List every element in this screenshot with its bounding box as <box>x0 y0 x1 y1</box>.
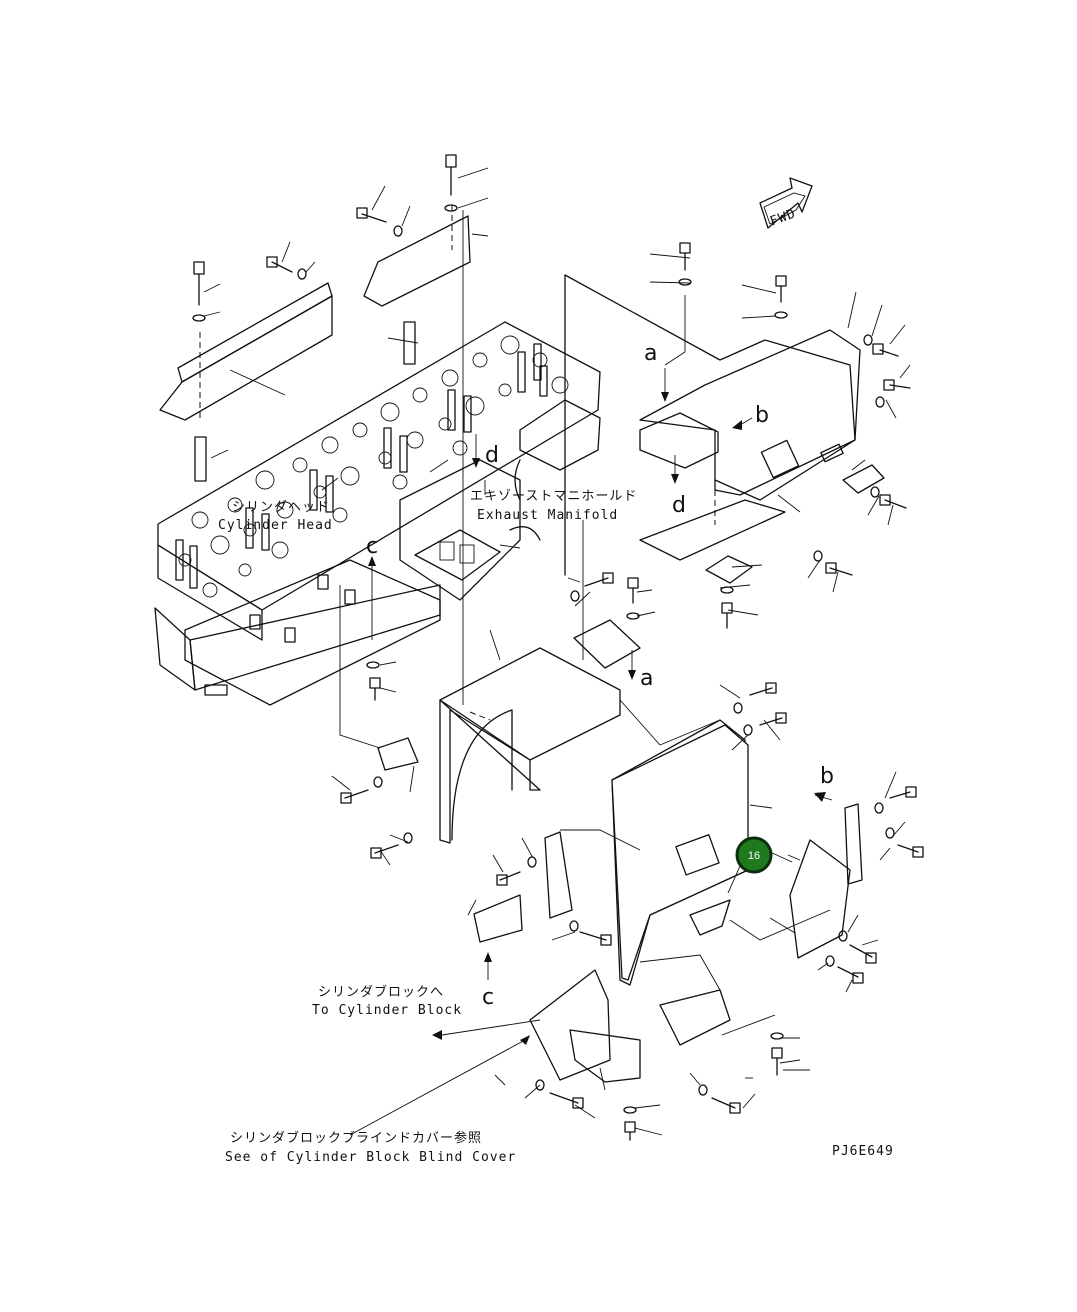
small-brackets <box>377 737 731 1083</box>
cylinder-head-label-jp: シリンダヘッド <box>232 500 330 515</box>
to-block-label-jp: シリンダブロックへ <box>318 984 444 1000</box>
drawing-number: PJ6E649 <box>832 1144 894 1159</box>
marker-b-upper: b <box>755 403 769 428</box>
manifold-cover <box>564 274 885 584</box>
bolts <box>193 154 924 1141</box>
top-bracket <box>363 205 489 365</box>
marker-d-upper: d <box>485 443 499 468</box>
fwd-label: FWD <box>768 206 798 229</box>
callout-16[interactable]: 16 <box>727 836 793 894</box>
label-leaders <box>349 1019 541 1136</box>
blind-cover-label-en: See of Cylinder Block Blind Cover <box>225 1150 516 1165</box>
marker-a-upper: a <box>644 341 657 366</box>
blind-cover-label-jp: シリンダブロックブラインドカバー参照 <box>230 1130 482 1146</box>
marker-d-lower: d <box>672 493 686 518</box>
exhaust-manifold-label-jp: エキゾーストマニホールド <box>470 489 637 504</box>
heat-shield-top-left <box>159 282 333 482</box>
exhaust-manifold-label-en: Exhaust Manifold <box>477 508 618 523</box>
exhaust-manifold <box>399 399 601 601</box>
arrowheads <box>368 392 826 1045</box>
marker-b-lower: b <box>820 764 834 789</box>
side-bracket-right <box>789 803 863 959</box>
callout-16-number: 16 <box>748 850 760 862</box>
washers <box>192 204 895 1114</box>
marker-a-lower: a <box>640 666 653 691</box>
cylinder-head-label-en: Cylinder Head <box>218 518 333 533</box>
fwd-arrow-icon: FWD <box>759 177 813 229</box>
callout-16-circle[interactable] <box>735 836 773 874</box>
leader-lines <box>203 167 911 1136</box>
letter-markers: a a b b c c d d <box>366 341 834 1010</box>
to-block-label-en: To Cylinder Block <box>312 1003 462 1018</box>
marker-c-upper: c <box>366 534 378 559</box>
lower-cover <box>439 619 749 986</box>
marker-c-lower: c <box>482 985 494 1010</box>
cylinder-head <box>154 321 601 706</box>
